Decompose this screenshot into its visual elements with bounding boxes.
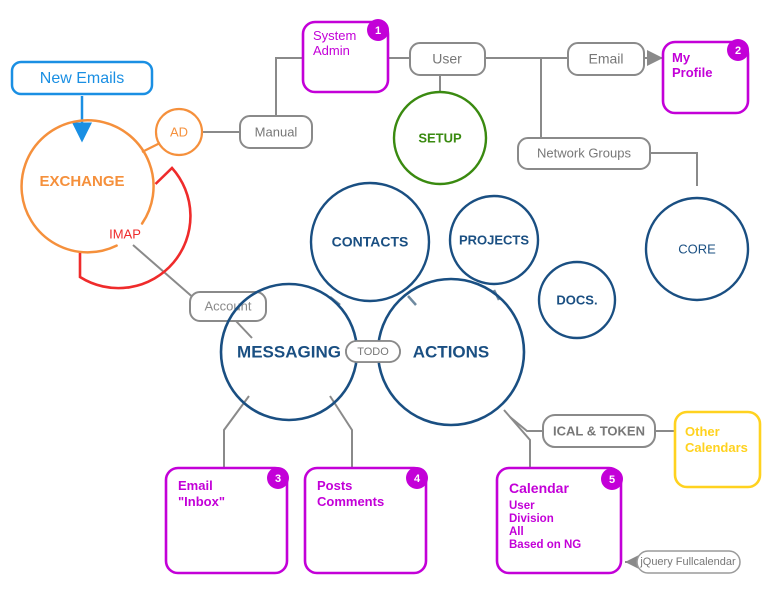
account-label: Account	[205, 298, 252, 313]
jquery-fullcalendar-label: jQuery Fullcalendar	[639, 556, 736, 568]
node-exchange-circle[interactable]	[20, 119, 155, 254]
actions-label: ACTIONS	[413, 342, 490, 361]
node-email[interactable]: Email	[567, 42, 645, 76]
system-admin-badge: 1	[375, 25, 381, 37]
calendar-item-2: All	[509, 526, 524, 538]
connector-messaging-emailinbox	[223, 395, 250, 468]
posts-comments-label-line2: Comments	[317, 494, 384, 509]
projects-label: PROJECTS	[459, 232, 529, 247]
setup-label: SETUP	[418, 130, 462, 145]
posts-comments-label-line1: Posts	[317, 478, 352, 493]
node-system-admin[interactable]: System Admin 1	[301, 19, 390, 94]
node-setup-circle[interactable]	[392, 90, 488, 186]
connector-exchange-ad	[141, 142, 161, 153]
my-profile-badge-circle	[727, 39, 749, 61]
system-admin-label-line1: System	[313, 28, 356, 43]
network-groups-label: Network Groups	[537, 145, 631, 160]
system-admin-label-line2: Admin	[313, 43, 350, 58]
ical-token-label: ICAL & TOKEN	[553, 423, 645, 438]
my-profile-label-line1: My	[672, 50, 691, 65]
node-projects-circle[interactable]	[448, 194, 540, 286]
node-manual[interactable]: Manual	[239, 115, 313, 149]
calendar-badge: 5	[609, 474, 615, 486]
connector-networkgroups-core	[650, 152, 698, 186]
node-other-calendars[interactable]: Other Calendars	[673, 410, 762, 489]
messaging-label: MESSAGING	[237, 342, 341, 361]
email-inbox-label-line2: "Inbox"	[178, 494, 225, 509]
contacts-label: CONTACTS	[332, 234, 409, 250]
email-inbox-badge-circle	[267, 467, 289, 489]
node-ical-token[interactable]: ICAL & TOKEN	[542, 414, 656, 448]
email-label: Email	[588, 51, 623, 67]
core-label: CORE	[678, 241, 716, 256]
other-calendars-label-line1: Other	[685, 424, 720, 439]
calendar-title: Calendar	[509, 480, 569, 496]
my-profile-label-line2: Profile	[672, 65, 712, 80]
connector-messaging-posts	[329, 395, 353, 468]
node-jquery-fullcalendar[interactable]: jQuery Fullcalendar	[636, 550, 741, 574]
node-my-profile[interactable]: My Profile 2	[661, 39, 750, 115]
connector-account-messaging	[234, 319, 253, 339]
other-calendars-label-line2: Calendars	[685, 440, 748, 455]
node-new-emails[interactable]: New Emails	[10, 60, 154, 96]
node-email-inbox[interactable]: Email "Inbox" 3	[164, 466, 289, 575]
node-imap-arc[interactable]	[78, 166, 192, 290]
system-admin-badge-circle	[367, 19, 389, 41]
node-core-circle[interactable]	[644, 196, 750, 302]
posts-comments-badge: 4	[414, 473, 421, 485]
node-docs-circle[interactable]	[537, 260, 617, 340]
todo-label-overlay: TODO	[357, 346, 389, 358]
my-profile-badge: 2	[735, 45, 741, 57]
node-todo-overlay[interactable]: TODO	[345, 340, 401, 363]
calendar-item-3: Based on NG	[509, 539, 581, 551]
user-label: User	[432, 51, 462, 67]
node-posts-comments[interactable]: Posts Comments 4	[303, 466, 428, 575]
ad-label: AD	[170, 124, 188, 139]
calendar-badge-circle	[601, 468, 623, 490]
exchange-label: EXCHANGE	[39, 173, 124, 190]
connector-actions-ical	[509, 416, 543, 432]
manual-label: Manual	[255, 124, 298, 139]
imap-label: IMAP	[109, 226, 141, 241]
node-ad-circle[interactable]	[154, 107, 204, 157]
stub-contacts-actions	[407, 295, 417, 306]
calendar-item-1: Division	[509, 513, 554, 525]
node-calendar[interactable]: Calendar User Division All Based on NG 5	[495, 466, 623, 575]
email-inbox-badge: 3	[275, 473, 281, 485]
calendar-item-0: User	[509, 500, 535, 512]
node-contacts-circle[interactable]	[309, 181, 431, 303]
email-inbox-label-line1: Email	[178, 478, 213, 493]
new-emails-label: New Emails	[40, 70, 124, 87]
posts-comments-badge-circle	[406, 467, 428, 489]
connector-actions-calendar	[503, 409, 531, 468]
docs-label: DOCS.	[556, 292, 597, 307]
node-user[interactable]: User	[409, 42, 486, 76]
node-network-groups[interactable]: Network Groups	[517, 137, 651, 170]
